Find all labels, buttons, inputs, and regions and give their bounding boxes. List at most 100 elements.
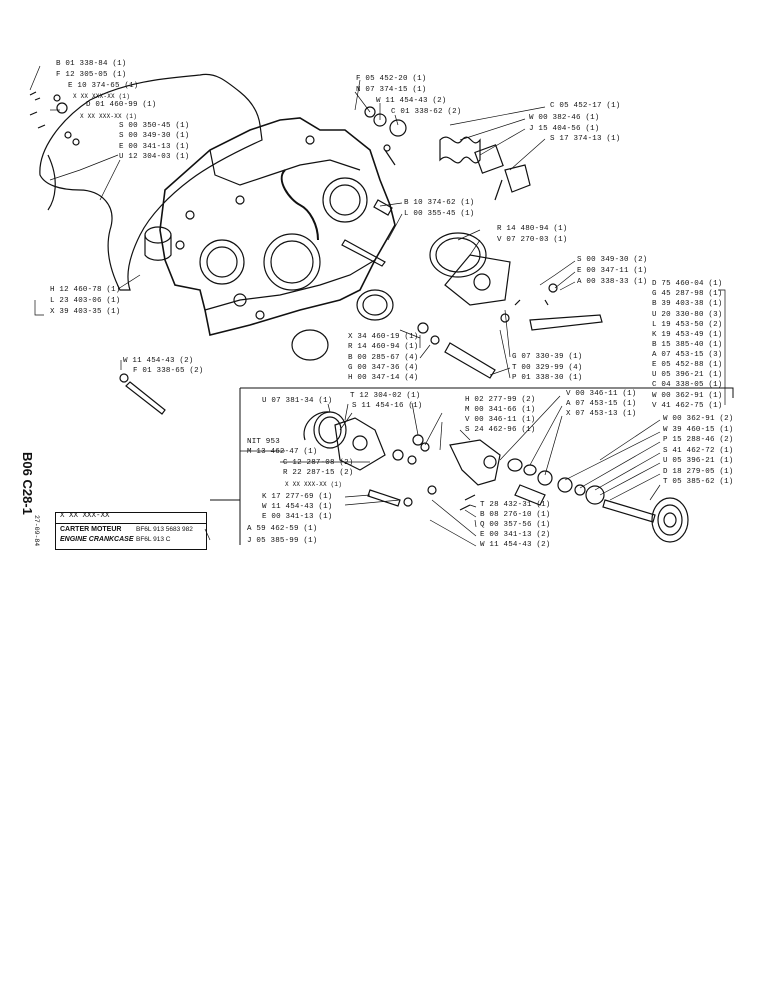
part-label: D 18 279-05 (1)	[663, 468, 734, 476]
part-label: A 07 453-15 (1)	[566, 400, 637, 408]
part-label: L 00 355-45 (1)	[404, 210, 475, 218]
part-label: R 14 460-94 (1)	[348, 343, 419, 351]
part-label: R 22 287-15 (2)	[283, 469, 354, 477]
part-label: V 00 346-11 (1)	[465, 416, 536, 424]
part-label: F 12 305-05 (1)	[56, 71, 127, 79]
part-label: W 00 382-46 (1)	[529, 114, 600, 122]
part-label: NIT 953	[247, 438, 280, 446]
filler-neck	[144, 226, 172, 244]
part-label: W 11 454-43 (2)	[123, 357, 194, 365]
part-label: U 12 304-03 (1)	[119, 153, 190, 161]
part-label: P 15 288-46 (2)	[663, 436, 734, 444]
part-label: J 05 385-99 (1)	[247, 537, 318, 545]
part-label: T 05 385-62 (1)	[663, 478, 734, 486]
part-label: B 15 385-40 (1)	[652, 341, 723, 349]
part-label: X XX XXX-XX (1)	[285, 481, 343, 488]
part-label: C 01 338-62 (2)	[391, 108, 462, 116]
part-label: F 01 338-65 (2)	[133, 367, 204, 375]
title-french: CARTER MOTEUR	[60, 526, 122, 533]
part-label: C 12 287-08 (2)	[283, 459, 354, 467]
part-label: H 02 277-99 (2)	[465, 396, 536, 404]
part-label: E 10 374-65 (1)	[68, 82, 139, 90]
part-label: S 24 462-96 (1)	[465, 426, 536, 434]
part-label: W 11 454-43 (2)	[480, 541, 551, 549]
part-label: W 00 362-91 (1)	[652, 392, 723, 400]
part-label: S 17 374-13 (1)	[550, 135, 621, 143]
part-label: B 00 285-67 (4)	[348, 354, 419, 362]
part-label: W 11 454-43 (2)	[376, 97, 447, 105]
part-label: V 00 346-11 (1)	[566, 390, 637, 398]
title-block: X XX XXX-XX CARTER MOTEUR BF6L 913 5683 …	[55, 512, 207, 550]
part-label: X XX XXX-XX (1)	[73, 93, 131, 100]
sub-assembly-frame	[239, 387, 734, 398]
part-label: A 59 462-59 (1)	[247, 525, 318, 533]
part-label: G 07 330-39 (1)	[512, 353, 583, 361]
part-label: C 04 338-05 (1)	[652, 381, 723, 389]
part-label: K 17 277-69 (1)	[262, 493, 333, 501]
part-label: J 15 404-56 (1)	[529, 125, 600, 133]
part-label: B 10 374-62 (1)	[404, 199, 475, 207]
part-label: E 05 452-88 (1)	[652, 361, 723, 369]
part-label: S 11 454-16 (1)	[352, 402, 423, 410]
part-label: M 00 341-66 (1)	[465, 406, 536, 414]
part-label: X XX XXX-XX (1)	[80, 113, 138, 120]
part-label: B 01 338-84 (1)	[56, 60, 127, 68]
part-label: W 11 454-43 (1)	[262, 503, 333, 511]
right-parts-list: D 75 460-04 (1) G 45 287-98 (1) B 39 403…	[652, 280, 732, 415]
part-label: A 07 453-15 (3)	[652, 351, 723, 359]
sheet-code: B06 C28-1	[6, 452, 50, 550]
tensioner-arm	[449, 439, 501, 486]
part-label: H 12 460-78 (1)	[50, 286, 121, 294]
bore-center	[263, 233, 321, 291]
part-label: S 00 350-45 (1)	[119, 122, 190, 130]
part-label: S 41 462-72 (1)	[663, 447, 734, 455]
part-label: U 05 396-21 (1)	[663, 457, 734, 465]
part-label: W 00 362-91 (2)	[663, 415, 734, 423]
idler-pulley	[651, 497, 689, 543]
part-label: X 39 403-35 (1)	[50, 308, 121, 316]
part-label: E 00 347-11 (1)	[577, 267, 648, 275]
part-label: N 07 374-15 (1)	[356, 86, 427, 94]
title-code: X XX XXX-XX	[60, 512, 110, 520]
part-label: G 45 287-98 (1)	[652, 290, 723, 298]
part-label: M 13 462-47 (1)	[247, 448, 318, 456]
part-label: B 08 276-10 (1)	[480, 511, 551, 519]
part-label: P 01 338-30 (1)	[512, 374, 583, 382]
part-label: X 34 460-19 (1)	[348, 333, 419, 341]
seal-ring	[356, 289, 394, 321]
gasket-outline	[39, 73, 263, 291]
cover-plate	[444, 254, 511, 306]
part-label: T 12 304-02 (1)	[350, 392, 421, 400]
part-label: A 00 338-33 (1)	[577, 278, 648, 286]
part-label: D 75 460-04 (1)	[652, 280, 723, 288]
part-label: L 19 453-50 (2)	[652, 321, 723, 329]
ref-english: BF6L 913 C	[136, 536, 171, 543]
part-label: V 07 270-03 (1)	[497, 236, 568, 244]
part-label: V 41 462-75 (1)	[652, 402, 723, 410]
part-label: L 23 403-06 (1)	[50, 297, 121, 305]
sheet-code-text: B06 C28-1	[20, 452, 35, 515]
part-label: F 05 452-20 (1)	[356, 75, 427, 83]
part-label: U 05 396-21 (1)	[652, 371, 723, 379]
part-label: G 00 347-36 (4)	[348, 364, 419, 372]
part-label: S 00 349-30 (2)	[577, 256, 648, 264]
part-label: S 00 349-30 (1)	[119, 132, 190, 140]
sheet-date: 27-09-84	[33, 515, 40, 547]
exploded-view-drawing	[29, 65, 734, 547]
title-english: ENGINE CRANKCASE	[60, 536, 134, 543]
crankcase-body	[159, 117, 396, 336]
part-label: H 00 347-14 (4)	[348, 374, 419, 382]
part-label: E 00 341-13 (2)	[480, 531, 551, 539]
part-label: Q 00 357-56 (1)	[480, 521, 551, 529]
part-label: U 20 330-80 (3)	[652, 311, 723, 319]
part-label: X 07 453-13 (1)	[566, 410, 637, 418]
part-label: D 01 460-99 (1)	[86, 101, 157, 109]
part-label: U 07 381-34 (1)	[262, 397, 333, 405]
part-label: B 39 403-38 (1)	[652, 300, 723, 308]
spring	[439, 136, 481, 164]
part-label: T 00 329-99 (4)	[512, 364, 583, 372]
part-label: W 39 460-15 (1)	[663, 426, 734, 434]
bore-left	[199, 239, 245, 285]
part-label: R 14 480-94 (1)	[497, 225, 568, 233]
